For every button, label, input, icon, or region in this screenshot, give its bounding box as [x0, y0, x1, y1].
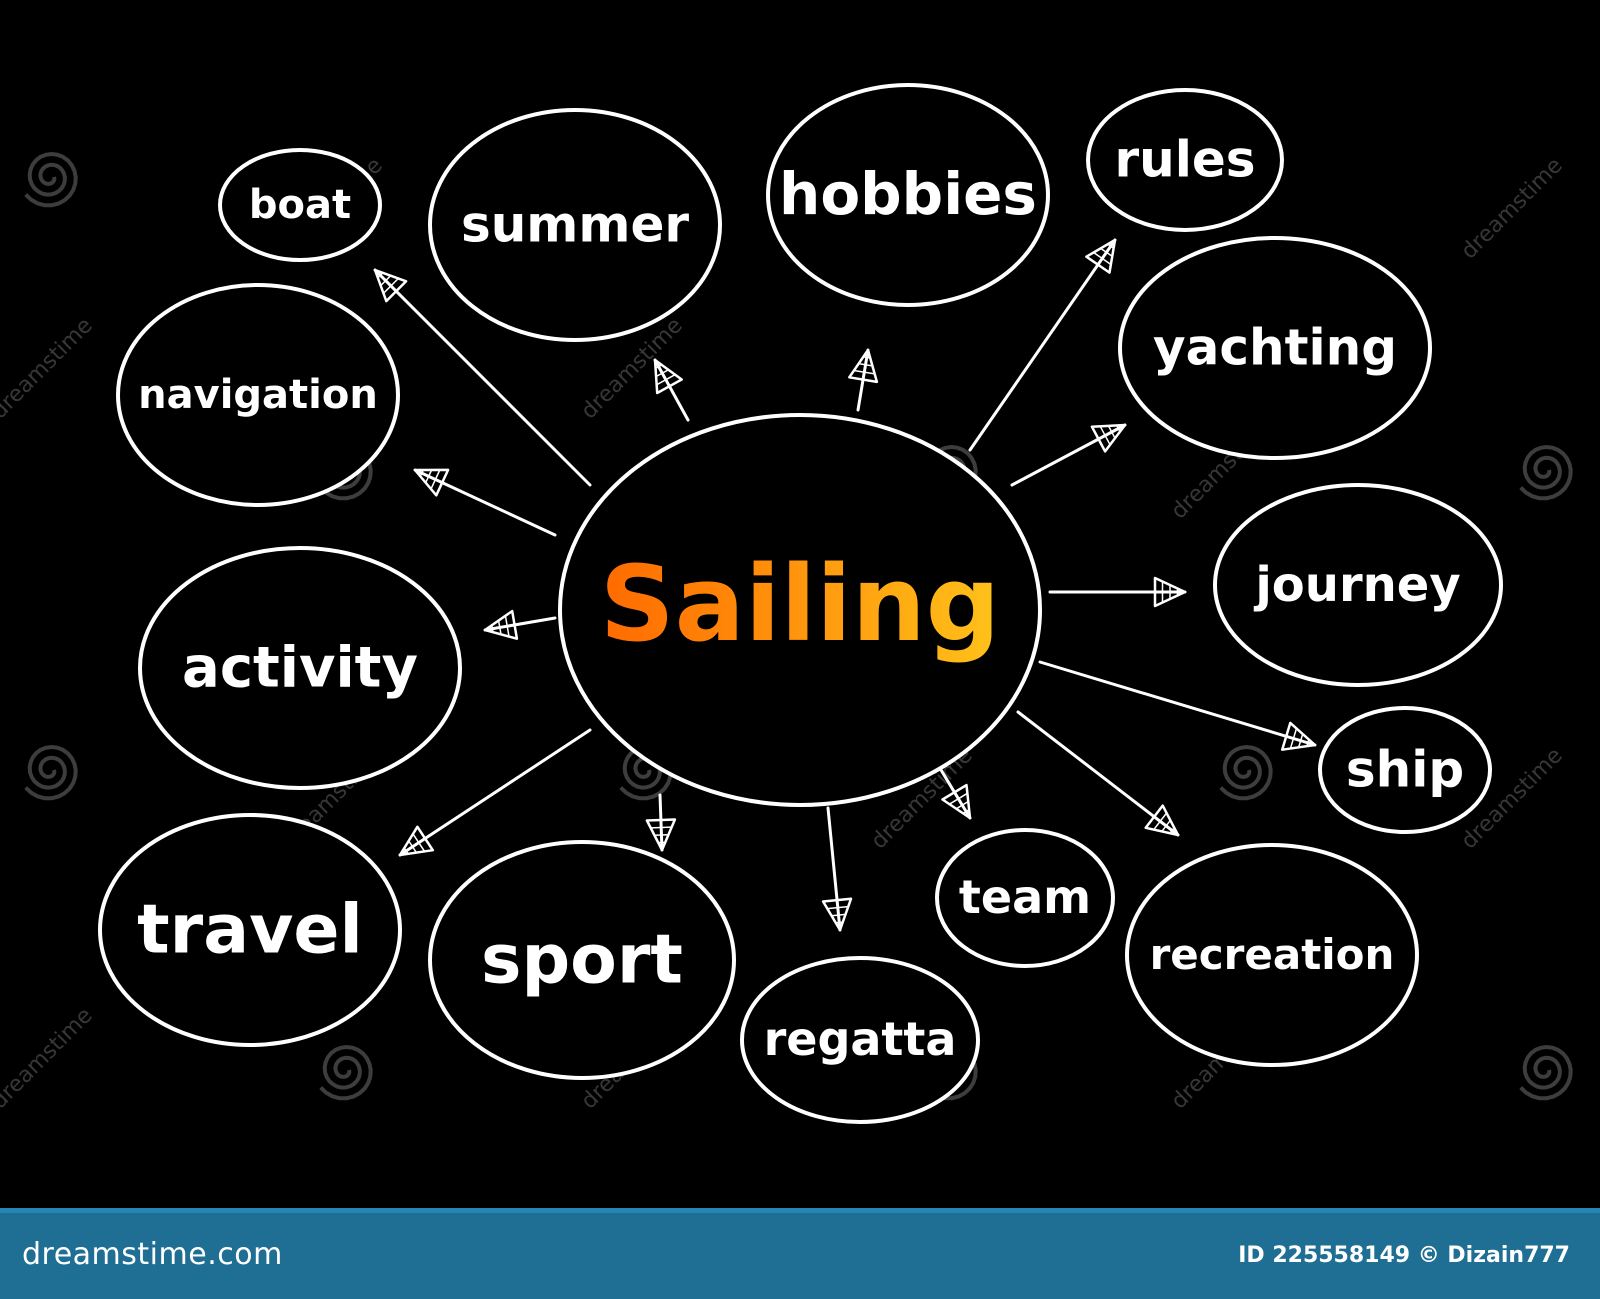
topic-label: rules [1114, 131, 1255, 189]
arrow-to-regatta [821, 806, 853, 932]
topic-ellipse [138, 546, 462, 790]
topic-node-activity: activity [138, 546, 462, 790]
dreamstime-spiral-icon [1219, 744, 1273, 801]
topic-label: regatta [764, 1012, 957, 1066]
dreamstime-spiral-icon [319, 1044, 373, 1101]
topic-ellipse [766, 83, 1050, 307]
topic-label: boat [249, 182, 351, 228]
topic-nodes: boat summer hobbies rules yachting navigation… [98, 83, 1503, 1124]
topic-ellipse [1125, 843, 1419, 1067]
topic-ellipse [1086, 88, 1284, 232]
topic-ellipse [428, 108, 722, 342]
topic-node-recreation: recreation [1125, 843, 1419, 1067]
topic-node-rules: rules [1086, 88, 1284, 232]
watermark-text: dreamstime [1457, 153, 1568, 264]
topic-node-hobbies: hobbies [766, 83, 1050, 307]
center-ellipse [558, 413, 1042, 807]
topic-node-ship: ship [1318, 706, 1492, 834]
center-label: Sailing [600, 543, 1001, 665]
topic-node-regatta: regatta [740, 956, 980, 1124]
dreamstime-spiral-icon [24, 151, 78, 208]
topic-ellipse [740, 956, 980, 1124]
topic-ellipse [1213, 483, 1503, 687]
topic-label: team [959, 870, 1091, 924]
topic-ellipse [98, 813, 402, 1047]
topic-label: yachting [1153, 319, 1397, 377]
connector-arrows [373, 238, 1317, 932]
topic-label: journey [1253, 557, 1460, 613]
arrow-to-sport [645, 793, 677, 852]
arrow-to-yachting [1010, 423, 1127, 487]
dreamstime-spiral-icon [24, 744, 78, 801]
topic-ellipse [218, 148, 382, 262]
arrow-to-summer [653, 358, 690, 422]
arrow-to-ship [1038, 660, 1317, 751]
arrow-to-boat [373, 268, 592, 487]
image-credit: ID 225558149 © Dizain777 [1238, 1243, 1570, 1268]
topic-node-sport: sport [428, 840, 736, 1080]
topic-node-summer: summer [428, 108, 722, 342]
topic-label: summer [461, 196, 689, 254]
topic-label: recreation [1150, 930, 1395, 979]
arrow-to-travel [398, 728, 592, 857]
watermark-text: dreamstime [0, 1003, 98, 1114]
arrow-to-journey [1048, 576, 1187, 608]
arrow-to-recreation [1016, 710, 1180, 837]
dreamstime-spiral-icon [1519, 444, 1573, 501]
topic-label: navigation [138, 372, 378, 418]
center-topic: Sailing [558, 413, 1042, 807]
topic-label: sport [481, 920, 683, 999]
topic-label: activity [182, 635, 418, 700]
topic-ellipse [116, 283, 400, 507]
arrow-to-hobbies [848, 348, 879, 412]
topic-label: ship [1346, 741, 1464, 799]
topic-node-journey: journey [1213, 483, 1503, 687]
site-name: dreamstime.com [22, 1237, 283, 1272]
topic-ellipse [1318, 706, 1492, 834]
dreamstime-spiral-icon [1519, 1044, 1573, 1101]
topic-label: hobbies [779, 160, 1037, 228]
arrow-to-navigation [413, 468, 557, 537]
topic-node-travel: travel [98, 813, 402, 1047]
arrow-to-activity [483, 609, 557, 640]
watermark-text: dreamstime [0, 313, 98, 424]
topic-label: travel [137, 890, 363, 969]
topic-node-boat: boat [218, 148, 382, 262]
arrow-to-rules [968, 238, 1117, 452]
topic-node-navigation: navigation [116, 283, 400, 507]
footer-bar: dreamstime.com ID 225558149 © Dizain777 [0, 1208, 1600, 1299]
topic-ellipse [935, 828, 1115, 968]
topic-ellipse [428, 840, 736, 1080]
topic-node-yachting: yachting [1118, 236, 1432, 460]
topic-ellipse [1118, 236, 1432, 460]
topic-node-team: team [935, 828, 1115, 968]
